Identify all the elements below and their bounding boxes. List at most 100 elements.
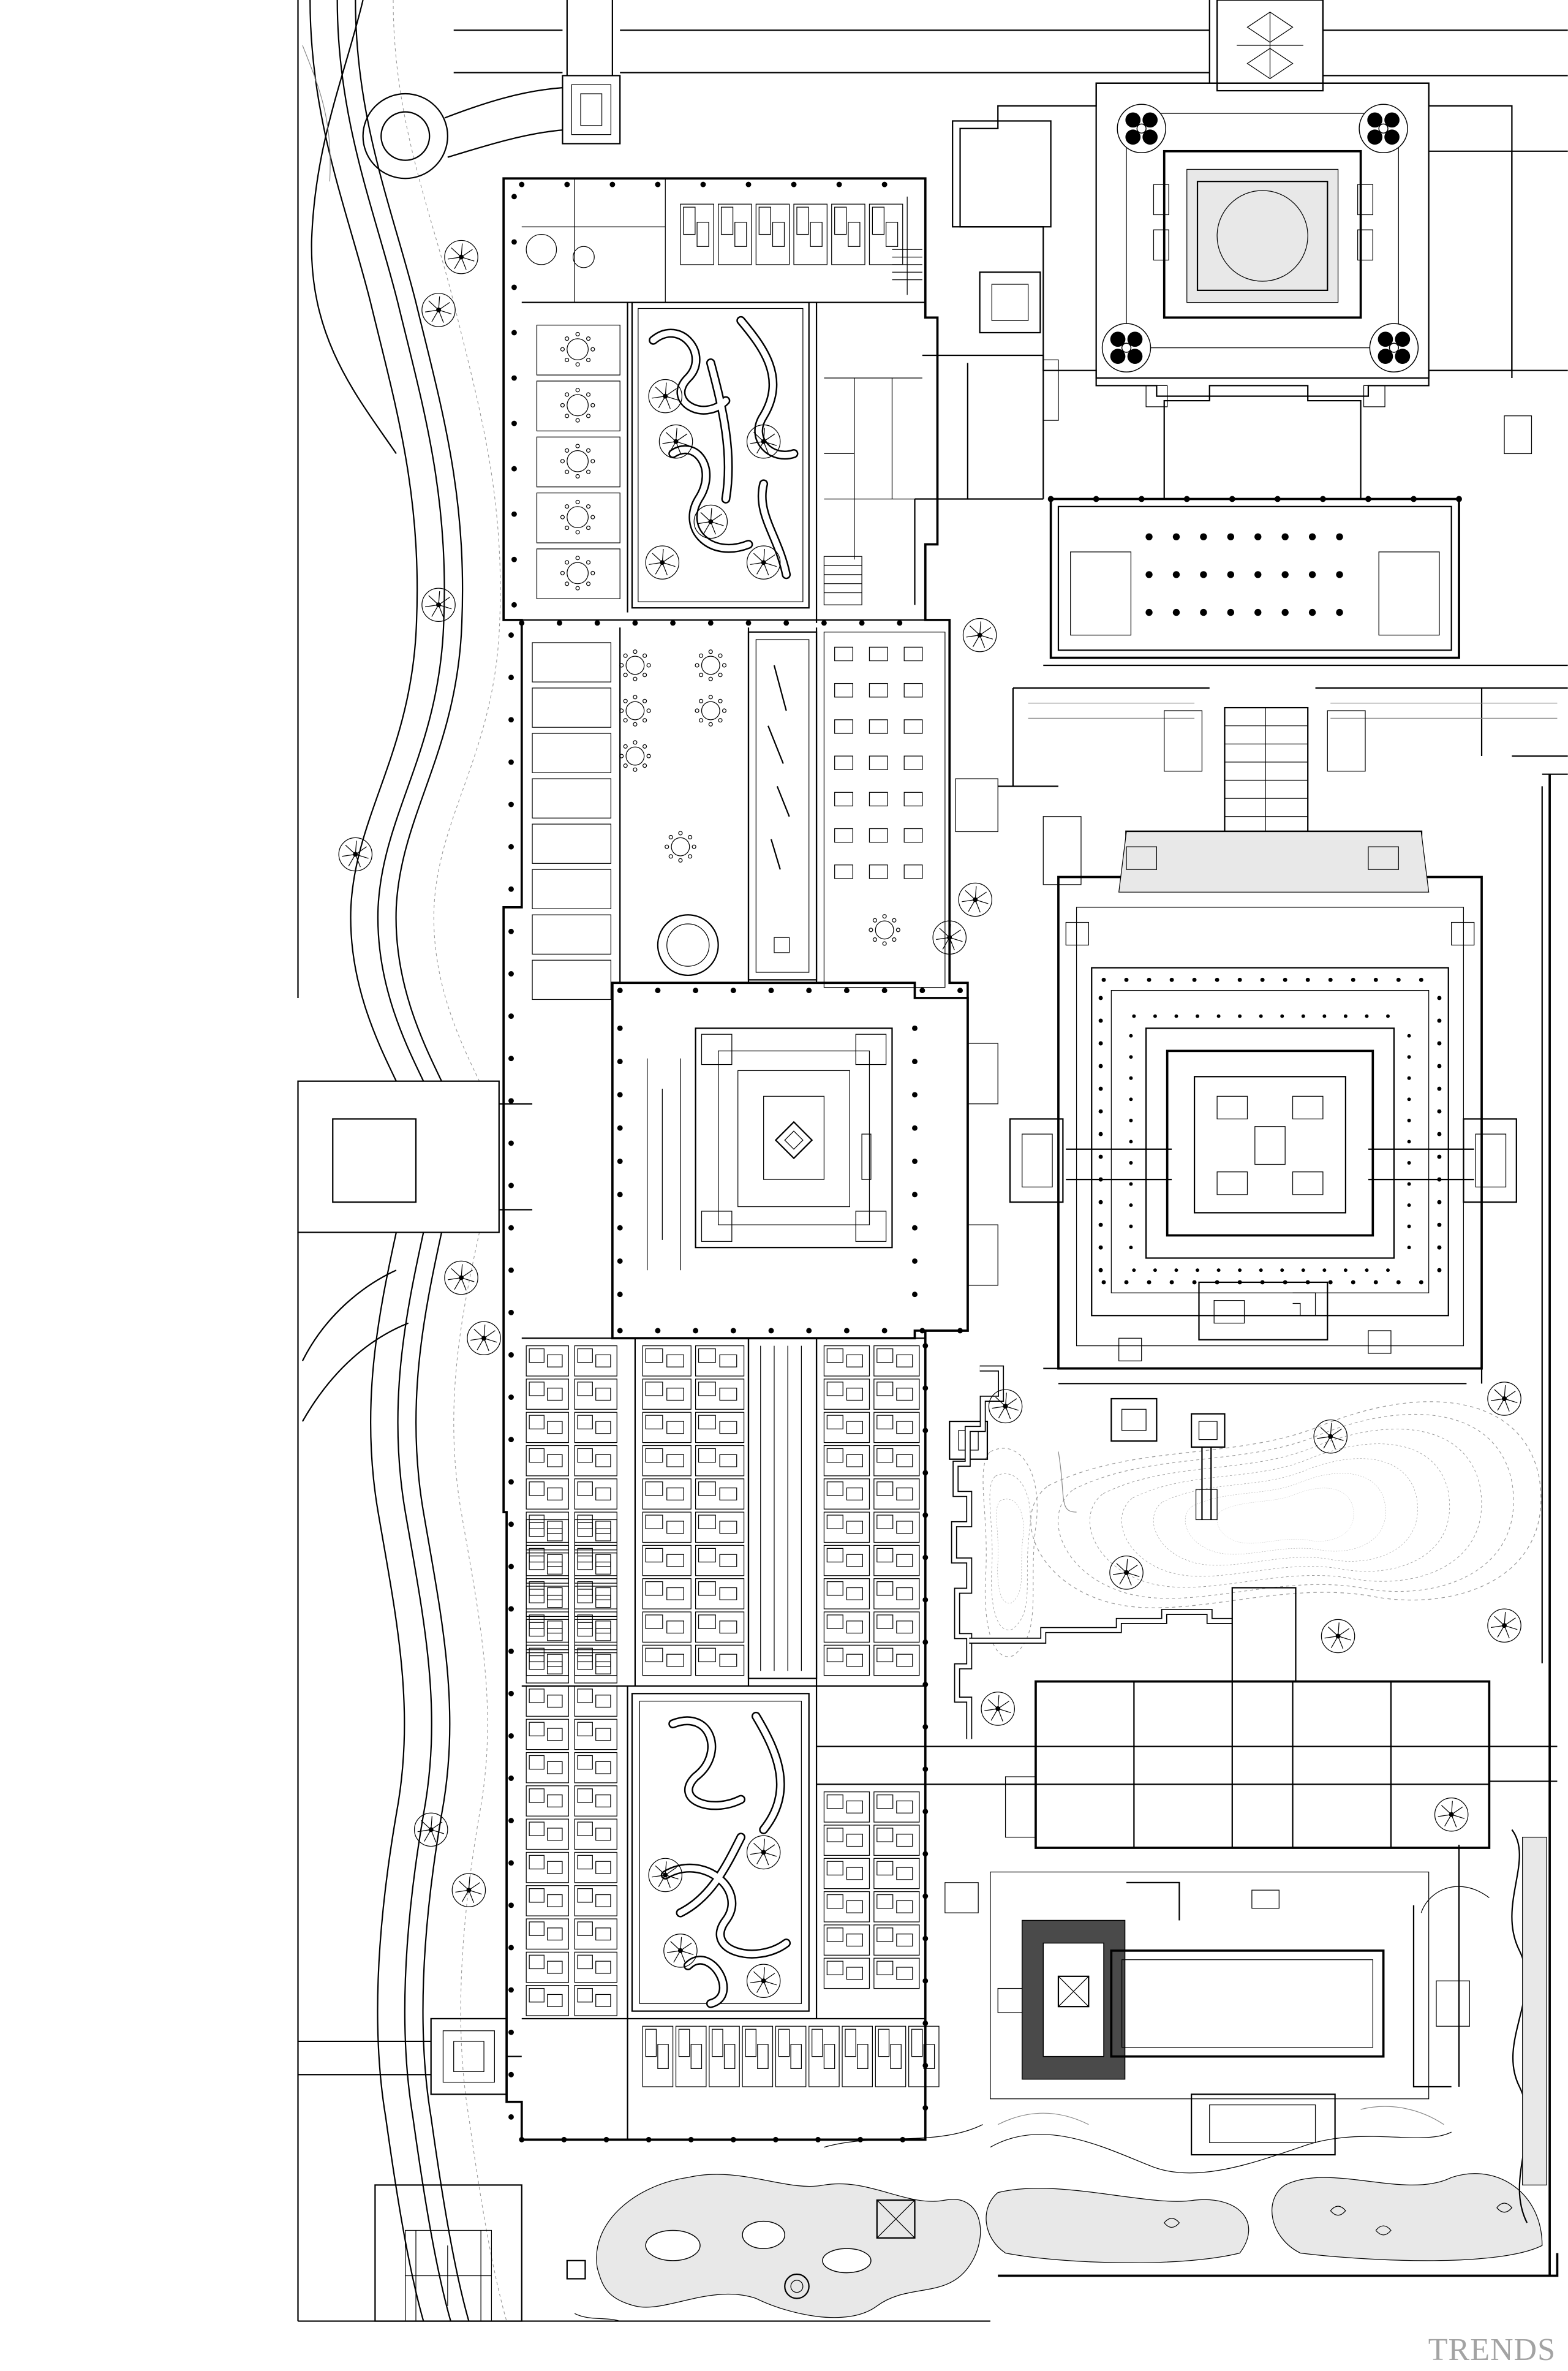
pool-pavilion-core <box>1057 1975 1090 2008</box>
guest-room-bed <box>719 1554 737 1567</box>
pond-edge-path <box>574 2124 983 2322</box>
column-dot <box>511 239 517 245</box>
column-dot <box>508 1521 514 1527</box>
guest-room-bath <box>826 1828 843 1842</box>
column-dot <box>1129 1055 1133 1059</box>
guest-room-bed <box>896 1388 913 1401</box>
guest-room <box>574 1478 617 1510</box>
lobby-feature <box>573 246 595 268</box>
atrium-corner-motif <box>855 1034 887 1065</box>
guest-room-bath <box>529 1382 545 1396</box>
column-dot <box>912 1092 918 1098</box>
guest-room <box>642 1478 692 1510</box>
guest-room-bath <box>577 1348 593 1363</box>
tree-trunk <box>708 519 714 524</box>
guest-room-bed <box>896 1454 913 1467</box>
guest-room-bath <box>698 1581 716 1596</box>
guest-room <box>873 1791 920 1823</box>
tennis-court <box>374 2184 522 2322</box>
guest-room <box>823 1825 870 1856</box>
guest-room-bed <box>896 1654 913 1667</box>
south-boundary-east <box>998 2253 1559 2277</box>
column-dot <box>783 620 790 626</box>
guest-room-bed <box>885 222 899 247</box>
platform-terrace-3 <box>1110 989 1430 1293</box>
guest-room-bed <box>846 1967 863 1980</box>
guest-room <box>823 1545 870 1576</box>
column-dot <box>1437 1268 1442 1272</box>
column-dot <box>881 181 888 187</box>
column-dot <box>1283 1280 1287 1285</box>
north-temple <box>914 82 1568 605</box>
guest-room <box>642 1511 692 1543</box>
column-dot <box>511 556 517 562</box>
chair <box>869 928 873 932</box>
column-dot <box>508 1564 514 1570</box>
chair <box>590 459 595 464</box>
column-dot <box>1169 1280 1174 1285</box>
pool-terrace-walls <box>1126 1845 1460 2088</box>
column-dot <box>508 1690 514 1696</box>
calligraphy-fill <box>662 1865 790 1957</box>
temple-niche <box>1153 184 1169 216</box>
round-table <box>625 656 645 675</box>
guest-room <box>775 2025 807 2087</box>
guest-room <box>574 1685 617 1717</box>
tree-canopy <box>444 240 478 274</box>
service-stair <box>823 556 862 605</box>
temple-niche <box>1357 229 1373 261</box>
column-dot <box>1407 1246 1411 1250</box>
platform-column-dots <box>1098 977 1442 1285</box>
restaurant-table <box>869 792 888 807</box>
column-dot <box>821 620 827 626</box>
tree-trunk <box>1003 1404 1008 1409</box>
chair <box>575 586 580 591</box>
south-garden <box>986 1829 1559 2277</box>
guest-room-bath <box>876 1861 894 1876</box>
guest-room-bath <box>577 1788 593 1803</box>
platform-south-walls <box>1043 1353 1483 1385</box>
column-dot <box>617 1328 623 1334</box>
fountain <box>784 2273 810 2299</box>
guest-room-bed <box>790 2044 802 2069</box>
guest-room <box>695 1378 745 1410</box>
column-dot <box>1308 571 1316 578</box>
guest-room-bed <box>846 1800 863 1813</box>
column-dot <box>1227 533 1235 540</box>
guest-room-bath <box>698 1614 716 1629</box>
road-verge-lower <box>453 1232 507 2321</box>
guest-room <box>823 1611 870 1643</box>
guest-room <box>823 1445 870 1477</box>
guest-room <box>873 1478 920 1510</box>
guest-room-bed <box>595 1554 611 1567</box>
atrium-pattern-ring <box>763 1095 825 1180</box>
chair <box>643 653 647 658</box>
spa-link-road <box>816 1745 1558 1785</box>
platform-north-apron <box>1118 831 1430 893</box>
column-dot <box>508 675 514 681</box>
column-dot <box>1305 1280 1310 1285</box>
guest-room <box>574 1412 617 1443</box>
guest-room-bath <box>826 1514 843 1529</box>
column-dot <box>897 620 903 626</box>
guest-room-bath <box>826 1961 843 1975</box>
tree-canopy <box>1487 1608 1521 1643</box>
column-dot <box>688 2136 694 2142</box>
column-dot <box>617 1192 623 1198</box>
guest-room-bed <box>810 222 823 247</box>
column-dot <box>1129 1203 1133 1208</box>
column-dot <box>1336 608 1343 616</box>
contour-line <box>982 1448 1038 1657</box>
round-table <box>567 450 589 472</box>
column-dot <box>508 1098 514 1104</box>
chair <box>575 499 580 504</box>
north-wall-line <box>453 29 563 74</box>
chair <box>575 444 580 448</box>
atrium-corner-motif <box>701 1034 733 1065</box>
platform-corner-block <box>1065 921 1089 946</box>
guest-room-bath <box>678 2029 690 2057</box>
tree-trunk <box>995 1706 1001 1711</box>
lotus-petal <box>1367 112 1382 128</box>
chair <box>708 722 713 727</box>
guest-room-bed <box>547 1994 563 2007</box>
